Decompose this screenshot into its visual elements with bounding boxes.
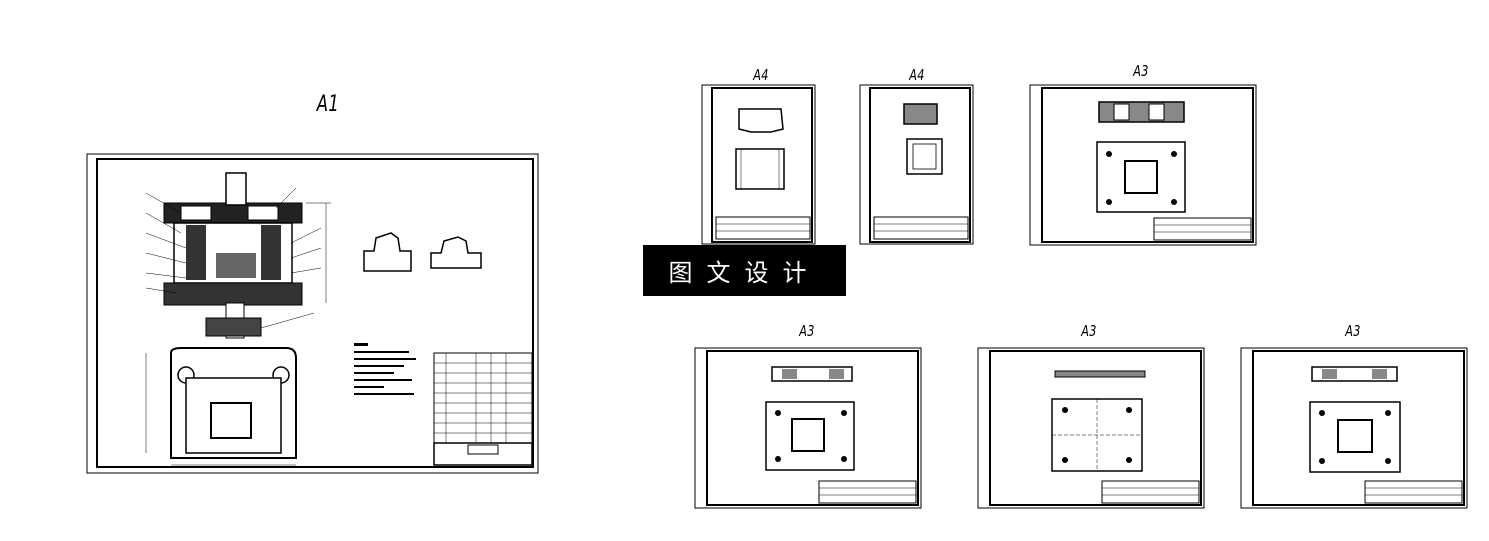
sheet-label-a3-b3: A3 — [1345, 322, 1361, 340]
sheet-label-a3-b2: A3 — [1081, 322, 1097, 340]
part-drawing-a3-bottom-1 — [694, 347, 922, 509]
assembly-drawing-sheet — [86, 153, 539, 474]
sheet-label-a3-top: A3 — [1133, 62, 1149, 80]
part-drawing-a3-bottom-3 — [1240, 347, 1468, 509]
part-drawing-a3-bottom-2 — [977, 347, 1205, 509]
watermark-banner: 图文设计 — [643, 245, 846, 296]
sheet-label-a3-b1: A3 — [799, 322, 815, 340]
part-drawing-a3-top — [1029, 84, 1257, 246]
part-drawing-a4-2 — [859, 84, 974, 245]
part-drawing-a4-1 — [701, 84, 816, 245]
sheet-label-a1: A1 — [316, 92, 340, 117]
sheet-label-a4-1: A4 — [753, 66, 769, 84]
sheet-label-a4-2: A4 — [909, 66, 925, 84]
